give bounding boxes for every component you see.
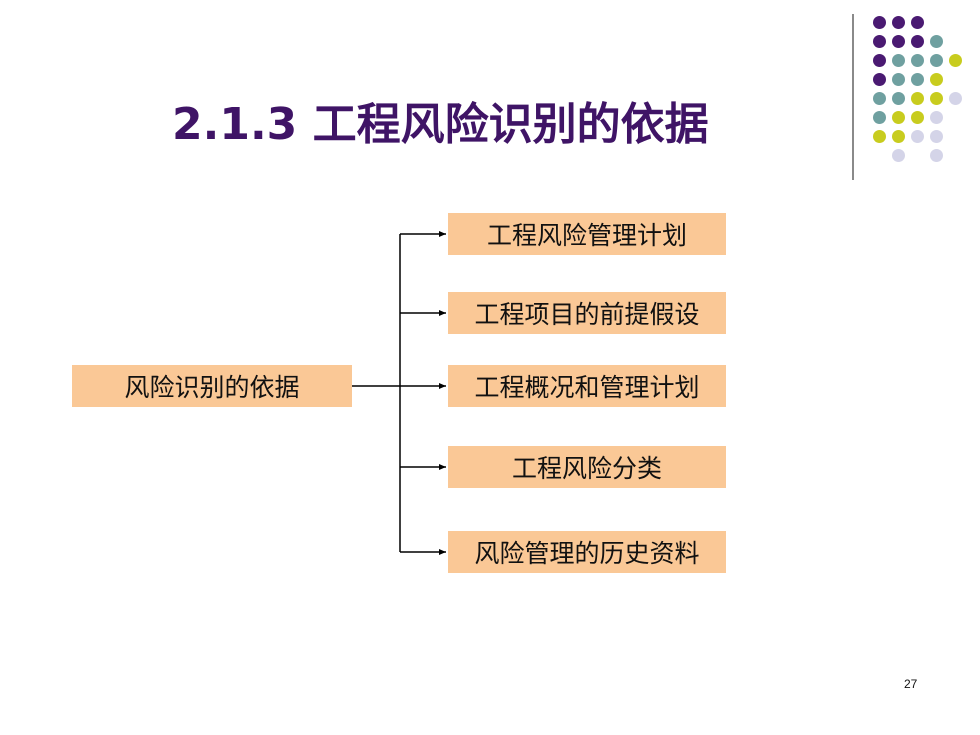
decorative-divider xyxy=(852,14,854,180)
decorative-dot xyxy=(911,16,924,29)
decorative-dot xyxy=(892,130,905,143)
child-node-3: 工程概况和管理计划 xyxy=(448,365,726,407)
decorative-dot xyxy=(930,111,943,124)
decorative-dot xyxy=(930,130,943,143)
decorative-dot xyxy=(949,92,962,105)
child-node-2: 工程项目的前提假设 xyxy=(448,292,726,334)
decorative-dot xyxy=(873,35,886,48)
decorative-dot xyxy=(911,73,924,86)
decorative-dot xyxy=(930,149,943,162)
decorative-dot xyxy=(892,16,905,29)
decorative-dot xyxy=(930,54,943,67)
decorative-dot xyxy=(873,92,886,105)
decorative-dot xyxy=(873,73,886,86)
root-node: 风险识别的依据 xyxy=(72,365,352,407)
decorative-dot xyxy=(873,130,886,143)
page-number: 27 xyxy=(904,677,918,691)
decorative-dot xyxy=(892,149,905,162)
slide-title: 2.1.3 工程风险识别的依据 xyxy=(172,99,709,150)
decorative-dot xyxy=(892,111,905,124)
decorative-dot xyxy=(873,16,886,29)
decorative-dot xyxy=(930,35,943,48)
child-node-1: 工程风险管理计划 xyxy=(448,213,726,255)
decorative-dot xyxy=(892,73,905,86)
decorative-dot xyxy=(911,35,924,48)
decorative-dot xyxy=(892,54,905,67)
decorative-dot xyxy=(892,35,905,48)
decorative-dot xyxy=(930,73,943,86)
decorative-dot xyxy=(873,54,886,67)
child-node-4: 工程风险分类 xyxy=(448,446,726,488)
decorative-dot xyxy=(911,92,924,105)
decorative-dot xyxy=(930,92,943,105)
decorative-dot xyxy=(911,130,924,143)
decorative-dot xyxy=(911,54,924,67)
child-node-5: 风险管理的历史资料 xyxy=(448,531,726,573)
decorative-dot xyxy=(949,54,962,67)
decorative-dot xyxy=(911,111,924,124)
decorative-dot xyxy=(892,92,905,105)
decorative-dot xyxy=(873,111,886,124)
